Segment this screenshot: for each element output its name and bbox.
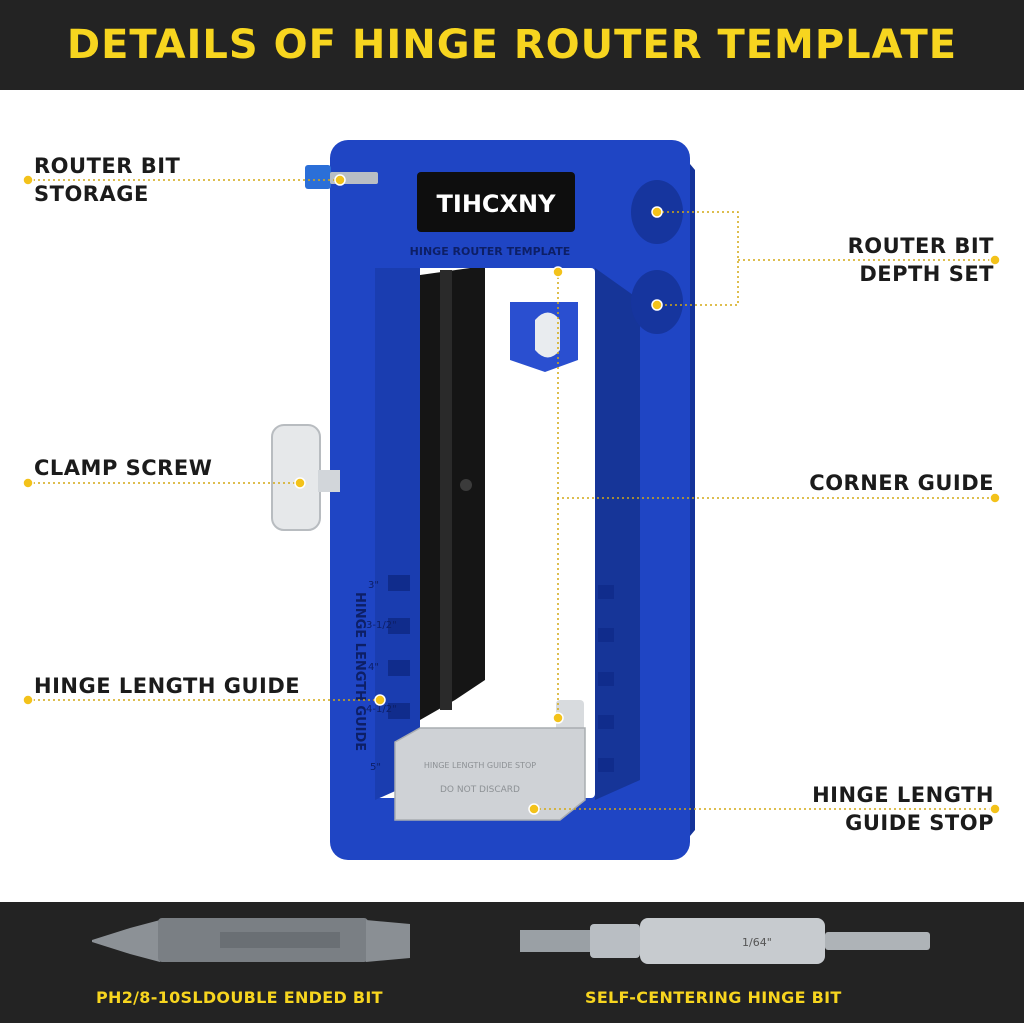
callout-router-bit-depth-set: ROUTER BIT DEPTH SET <box>848 232 994 288</box>
page-title: DETAILS OF HINGE ROUTER TEMPLATE <box>66 22 958 68</box>
callout-guide-stop-line2: GUIDE STOP <box>845 811 994 835</box>
callout-guide-stop-line1: HINGE LENGTH <box>812 783 994 807</box>
caption-double-ended-bit: PH2/8-10SLDOUBLE ENDED BIT <box>96 988 383 1007</box>
top-banner: DETAILS OF HINGE ROUTER TEMPLATE <box>0 0 1024 90</box>
callout-depth-set-line2: DEPTH SET <box>859 262 994 286</box>
side-guide-text: HINGE LENGTH GUIDE <box>352 592 367 751</box>
size-3-label: 3" <box>368 580 379 591</box>
depth-hole-bottom <box>631 270 683 334</box>
guide-stop-block <box>394 727 586 821</box>
callout-clamp-screw: CLAMP SCREW <box>34 456 213 480</box>
size-4-label: 4" <box>368 662 379 673</box>
storage-bit-shank <box>330 172 378 184</box>
depth-hole-top <box>631 180 683 244</box>
storage-bit-head <box>305 165 331 189</box>
brand-text: TIHCXNY <box>437 190 557 218</box>
callout-corner-guide: CORNER GUIDE <box>809 471 994 495</box>
caption-hinge-bit: SELF-CENTERING HINGE BIT <box>585 988 842 1007</box>
left-inner-wall <box>375 268 420 800</box>
callout-hinge-length-guide-stop: HINGE LENGTH GUIDE STOP <box>812 781 994 837</box>
model-label: HINGE ROUTER TEMPLATE <box>410 245 571 258</box>
black-plate-hole <box>460 479 472 491</box>
stop-text-2: DO NOT DISCARD <box>440 785 520 795</box>
black-plate <box>420 268 485 720</box>
size-3-5-label: 3-1/2" <box>366 620 397 631</box>
right-guide-slots <box>598 585 614 772</box>
size-5-label: 5" <box>370 762 381 773</box>
callout-router-bit-storage-line2: STORAGE <box>34 182 149 206</box>
callout-router-bit-storage: ROUTER BIT STORAGE <box>34 152 180 208</box>
corner-guide-cutter <box>535 312 560 358</box>
callout-hinge-length-guide: HINGE LENGTH GUIDE <box>34 674 301 698</box>
callout-router-bit-storage-line1: ROUTER BIT <box>34 154 181 178</box>
clamp-screw-knob <box>271 424 321 531</box>
clamp-screw-shaft <box>318 470 340 492</box>
left-guide-slots <box>388 575 410 719</box>
size-4-5-label: 4-1/2" <box>366 704 397 715</box>
callout-depth-set-line1: ROUTER BIT <box>847 234 994 258</box>
brand-label <box>417 172 575 232</box>
stop-text-1: HINGE LENGTH GUIDE STOP <box>424 761 536 770</box>
black-plate-rib <box>440 270 452 710</box>
